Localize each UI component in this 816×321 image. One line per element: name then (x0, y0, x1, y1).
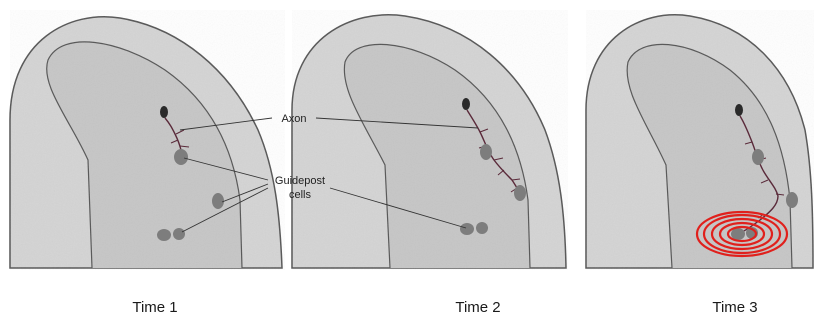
guidepost-cell (174, 149, 188, 165)
guidepost-cell (514, 185, 526, 201)
guidepost-cell (786, 192, 798, 208)
panel-time-2 (292, 10, 568, 270)
panel-time-1 (10, 10, 285, 270)
guidepost-cell (752, 149, 764, 165)
neuron-cell-body-1 (160, 106, 168, 118)
guidepost-cell (157, 229, 171, 241)
guidepost-callout-label-line1: Guidepost (275, 175, 325, 187)
axon-callout-label: Axon (281, 113, 306, 125)
guidepost-cell (460, 223, 474, 235)
guidepost-cell (173, 228, 185, 240)
panel-label-time-2: Time 2 (455, 299, 500, 316)
guidepost-cell (476, 222, 488, 234)
texture-2 (292, 10, 568, 270)
neuron-cell-body-2 (462, 98, 470, 110)
guidepost-callout-label-line2: cells (289, 189, 312, 201)
panel-time-3 (586, 10, 814, 270)
guidepost-cell (731, 228, 745, 240)
panel-label-time-1: Time 1 (132, 299, 177, 316)
guidepost-cell (480, 144, 492, 160)
panel-label-time-3: Time 3 (712, 299, 757, 316)
texture-1 (10, 10, 285, 270)
neuron-cell-body-3 (735, 104, 743, 116)
guidepost-cell (212, 193, 224, 209)
